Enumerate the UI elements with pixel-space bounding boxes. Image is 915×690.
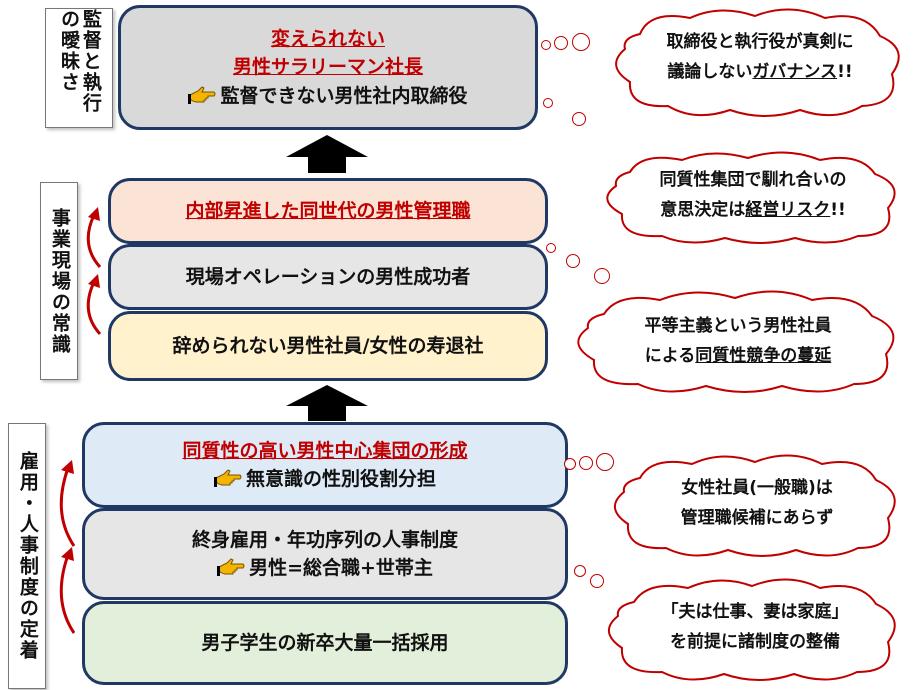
system-line1: 終身雇用・年功序列の人事制度 bbox=[191, 528, 458, 551]
cloud-risk-text: 同質性集団で馴れ合いの 意思決定は経営リスク!! bbox=[620, 166, 886, 226]
pointing-hand-icon bbox=[188, 86, 216, 104]
thought-dot bbox=[541, 40, 551, 50]
cloud-competition-line2-underline: 同質性競争の蔓延 bbox=[695, 345, 832, 366]
box-employee: 辞められない男性社員/女性の寿退社 bbox=[108, 311, 548, 381]
cloud-family-role-line1: 「夫は仕事、妻は家庭」 bbox=[661, 602, 849, 622]
employee-text: 辞められない男性社員/女性の寿退社 bbox=[172, 334, 484, 357]
hiring-text: 男子学生の新卒大量一括採用 bbox=[201, 631, 449, 654]
cloud-governance-line2-post: !! bbox=[837, 61, 853, 82]
president-line3: 監督できない男性社内取締役 bbox=[220, 84, 468, 107]
cloud-competition-line1: 平等主義という男性社員 bbox=[644, 316, 832, 336]
cloud-risk-line2-pre: 意思決定は bbox=[660, 199, 746, 220]
cloud-general-staff-line1: 女性社員(一般職)は bbox=[681, 478, 833, 498]
thought-dot bbox=[566, 254, 580, 268]
group-line2-row: 無意識の性別役割分担 bbox=[213, 465, 436, 494]
cloud-competition-line2-pre: による bbox=[644, 345, 696, 366]
side-label-hr-system: 雇用・人事制度の定着 bbox=[8, 423, 46, 689]
cloud-risk-line2: 意思決定は経営リスク!! bbox=[620, 196, 886, 226]
side-label-hr-system-text: 雇用・人事制度の定着 bbox=[16, 451, 39, 661]
cloud-risk-line2-post: !! bbox=[830, 199, 846, 220]
pointing-hand-icon bbox=[213, 469, 242, 487]
thought-dot bbox=[543, 98, 553, 108]
side-label-workplace: 事業現場の常識 bbox=[40, 182, 78, 380]
system-line2-row: 男性=総合職+世帯主 bbox=[217, 554, 433, 583]
up-arrow-icon bbox=[286, 385, 368, 421]
curved-arrow-icon bbox=[59, 547, 76, 634]
cloud-competition-text: 平等主義という男性社員 による同質性競争の蔓延 bbox=[600, 312, 876, 372]
group-line1: 同質性の高い男性中心集団の形成 bbox=[182, 439, 468, 462]
side-label-oversight: 監督と執行の曖昧さ bbox=[45, 8, 113, 128]
cloud-governance-line1: 取締役と執行役が真剣に bbox=[666, 32, 854, 52]
box-president: 変えられない 男性サラリーマン社長 監督できない男性社内取締役 bbox=[118, 5, 538, 130]
side-label-oversight-text: 監督と執行の曖昧さ bbox=[58, 9, 102, 114]
cloud-governance-line2-underline: ガバナンス bbox=[752, 61, 838, 82]
side-label-workplace-text: 事業現場の常識 bbox=[48, 207, 71, 355]
operation-text: 現場オペレーションの男性成功者 bbox=[185, 265, 471, 288]
curved-arrow-icon bbox=[86, 207, 102, 269]
curved-arrow-icon bbox=[86, 274, 102, 336]
box-system: 終身雇用・年功序列の人事制度 男性=総合職+世帯主 bbox=[82, 508, 568, 600]
cloud-governance-line2: 議論しないガバナンス!! bbox=[630, 58, 890, 88]
box-hiring: 男子学生の新卒大量一括採用 bbox=[82, 601, 568, 685]
president-line2: 男性サラリーマン社長 bbox=[232, 56, 423, 79]
box-group: 同質性の高い男性中心集団の形成 無意識の性別役割分担 bbox=[82, 422, 568, 508]
thought-dot bbox=[564, 458, 576, 470]
thought-cloud-icon bbox=[577, 290, 895, 393]
cloud-governance-line2-pre: 議論しない bbox=[667, 61, 753, 82]
thought-dot bbox=[572, 33, 590, 51]
up-arrow-icon bbox=[286, 135, 368, 173]
pointing-hand-icon bbox=[217, 558, 245, 576]
president-line1: 変えられない bbox=[270, 27, 385, 50]
cloud-family-role-line2: を前提に諸制度の整備 bbox=[670, 631, 840, 652]
thought-cloud-icon bbox=[608, 578, 896, 681]
system-line2: 男性=総合職+世帯主 bbox=[249, 557, 433, 579]
thought-cloud-icon bbox=[606, 151, 896, 244]
box-manager: 内部昇進した同世代の男性管理職 bbox=[108, 178, 548, 244]
cloud-general-staff-text: 女性社員(一般職)は 管理職候補にあらず bbox=[630, 474, 884, 534]
thought-dot bbox=[574, 565, 586, 577]
thought-dot bbox=[590, 574, 604, 588]
cloud-risk-line1: 同質性集団で馴れ合いの bbox=[659, 170, 847, 190]
cloud-competition-line2: による同質性競争の蔓延 bbox=[600, 342, 876, 372]
cloud-risk-line2-underline: 経営リスク bbox=[745, 199, 831, 220]
president-line3-row: 監督できない男性社内取締役 bbox=[188, 82, 468, 111]
thought-cloud-icon bbox=[614, 454, 896, 557]
curved-arrow-icon bbox=[59, 460, 76, 547]
thought-cloud-icon bbox=[615, 8, 900, 117]
box-operation: 現場オペレーションの男性成功者 bbox=[108, 244, 548, 310]
thought-dot bbox=[554, 36, 568, 50]
manager-text: 内部昇進した同世代の男性管理職 bbox=[185, 199, 471, 222]
thought-dot bbox=[572, 112, 586, 126]
cloud-family-role-text: 「夫は仕事、妻は家庭」 を前提に諸制度の整備 bbox=[624, 598, 886, 658]
thought-dot bbox=[596, 453, 614, 471]
thought-dot bbox=[546, 243, 556, 253]
thought-dot bbox=[594, 268, 610, 284]
cloud-general-staff-line2: 管理職候補にあらず bbox=[680, 507, 834, 528]
cloud-governance-text: 取締役と執行役が真剣に 議論しないガバナンス!! bbox=[630, 28, 890, 88]
group-line2: 無意識の性別役割分担 bbox=[245, 468, 436, 490]
thought-dot bbox=[579, 456, 593, 470]
